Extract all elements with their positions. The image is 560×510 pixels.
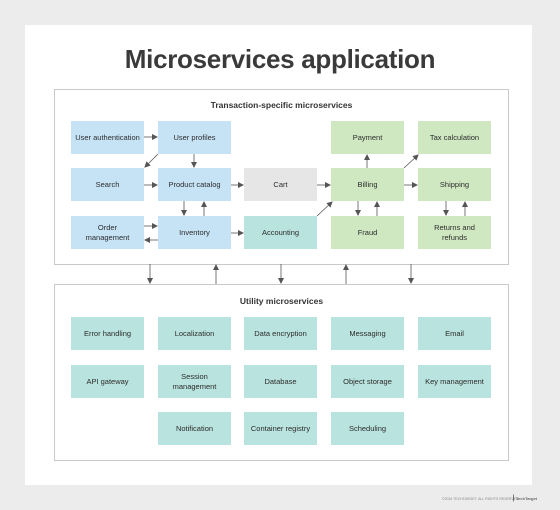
tax-calculation-box: Tax calculation [418, 121, 491, 154]
returns-and-refunds-box: Returns and refunds [418, 216, 491, 249]
payment-box: Payment [331, 121, 404, 154]
transaction-panel-title: Transaction-specific microservices [210, 100, 353, 110]
arrow-profiles-to-search [144, 153, 159, 168]
logo-icon [513, 494, 515, 502]
error-handling-box: Error handling [71, 317, 144, 350]
messaging-box: Messaging [331, 317, 404, 350]
data-encryption-box: Data encryption [244, 317, 317, 350]
scheduling-box: Scheduling [331, 412, 404, 445]
fraud-box: Fraud [331, 216, 404, 249]
search-box: Search [71, 168, 144, 201]
database-box: Database [244, 365, 317, 398]
utility-panel-title: Utility microservices [239, 296, 324, 306]
container-registry-box: Container registry [244, 412, 317, 445]
user-authentication-box: User authentication [71, 121, 144, 154]
object-storage-box: Object storage [331, 365, 404, 398]
billing-box: Billing [331, 168, 404, 201]
diagram-title: Microservices application [124, 44, 436, 74]
logo-text: TechTarget [516, 495, 537, 501]
shipping-box: Shipping [418, 168, 491, 201]
api-gateway-box: API gateway [71, 365, 144, 398]
session-management-box: Session management [158, 365, 231, 398]
arrow-accounting-to-billing [316, 201, 333, 217]
notification-box: Notification [158, 412, 231, 445]
product-catalog-box: Product catalog [158, 168, 231, 201]
user-profiles-box: User profiles [158, 121, 231, 154]
email-box: Email [418, 317, 491, 350]
key-management-box: Key management [418, 365, 491, 398]
accounting-box: Accounting [244, 216, 317, 249]
cart-box: Cart [244, 168, 317, 201]
inventory-box: Inventory [158, 216, 231, 249]
techtarget-logo: TechTarget [513, 492, 537, 504]
order-management-box: Order management [71, 216, 144, 249]
localization-box: Localization [158, 317, 231, 350]
arrow-billing-to-tax [403, 154, 419, 169]
copyright-footer: ©2024 TECHTARGET. ALL RIGHTS RESERVED [442, 497, 519, 501]
